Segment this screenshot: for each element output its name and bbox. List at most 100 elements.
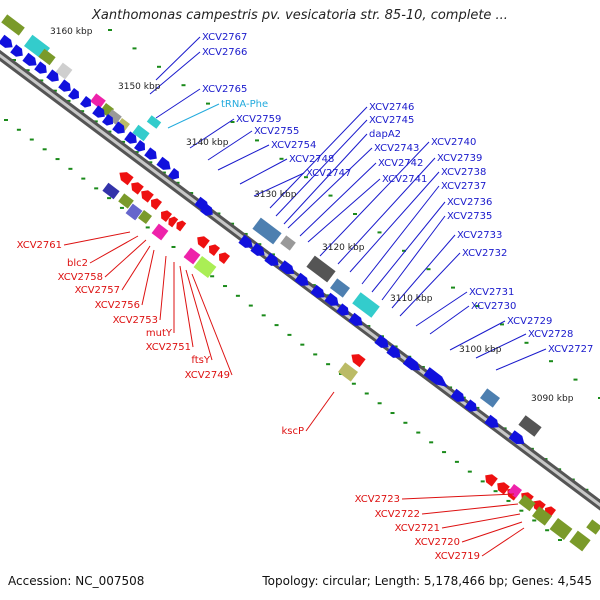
tick-mark-inner <box>403 421 408 424</box>
gene-magenta <box>90 93 106 109</box>
callout-line <box>421 503 519 515</box>
gene-block-blue <box>102 182 120 200</box>
tick-mark-inner <box>171 245 176 248</box>
forward-gene-label: XCV2729 <box>507 316 552 327</box>
tick-mark-inner <box>55 158 60 161</box>
genome-summary-text: Topology: circular; Length: 5,178,466 bp… <box>262 574 592 588</box>
tick-mark-outer <box>66 99 71 102</box>
tick-mark-outer <box>12 59 16 61</box>
tick-mark-outer <box>148 161 153 164</box>
tick-mark-inner <box>287 333 292 336</box>
callout-line <box>239 158 288 185</box>
scale-label: 3150 kbp <box>118 82 161 92</box>
gene-grey <box>55 62 73 80</box>
gene-grey <box>106 109 122 125</box>
gene-olive <box>38 48 56 66</box>
callout-line <box>121 245 151 291</box>
forward-gene-label: XCV2730 <box>471 301 516 312</box>
map-title: Xanthomonas campestris pv. vesicatoria s… <box>92 8 508 23</box>
forward-gene-label: XCV2766 <box>202 47 247 58</box>
forward-gene-arrow <box>324 292 339 306</box>
tick-mark-scale <box>353 213 357 215</box>
forward-gene-arrow <box>264 252 279 266</box>
tick-mark-scale <box>598 397 600 399</box>
reverse-gene-label: XCV2756 <box>95 300 140 311</box>
callout-line <box>401 493 515 500</box>
reverse-gene-arrow <box>151 198 163 211</box>
gene-olive <box>1 14 25 36</box>
forward-gene-arrow <box>386 344 401 358</box>
gene-trna-phe <box>132 124 150 142</box>
tick-mark-outer <box>25 69 30 72</box>
scale-label: 3140 kbp <box>186 138 229 148</box>
forward-gene-arrow <box>58 79 71 92</box>
callout-line <box>179 265 194 348</box>
scale-label: 3120 kbp <box>322 243 365 253</box>
callout-line <box>475 333 527 359</box>
forward-gene-label: XCV2743 <box>374 143 419 154</box>
forward-gene-label: XCV2754 <box>271 140 316 151</box>
callout-line <box>481 527 525 557</box>
forward-gene-label: XCV2745 <box>369 115 414 126</box>
forward-gene-label: XCV2736 <box>447 197 492 208</box>
tick-mark-outer <box>52 89 57 92</box>
callout-line <box>189 118 235 149</box>
reverse-gene-label: XCV2720 <box>415 537 460 548</box>
forward-gene-arrow <box>310 284 325 298</box>
gene-block-olive <box>137 209 153 225</box>
tick-mark-outer <box>39 79 44 82</box>
callout-line <box>269 106 368 209</box>
callout-line <box>381 215 446 301</box>
forward-gene-arrow <box>167 167 179 180</box>
callout-line <box>159 255 167 321</box>
forward-gene-label: XCV2740 <box>431 137 476 148</box>
tick-mark-inner <box>29 138 34 141</box>
forward-gene-label: dapA2 <box>369 129 401 140</box>
gene-block-magenta <box>151 223 169 241</box>
callout-line <box>495 348 547 371</box>
reverse-gene-label: XCV2758 <box>58 272 103 283</box>
callout-line <box>287 147 373 229</box>
reverse-gene-label: blc2 <box>67 258 88 269</box>
reverse-gene-arrow <box>161 210 173 223</box>
reverse-gene-label: XCV2761 <box>17 240 62 251</box>
callout-line <box>155 36 201 81</box>
reverse-gene-arrow <box>197 236 210 249</box>
scale-label: 3160 kbp <box>50 27 93 37</box>
tick-mark-scale <box>255 139 259 142</box>
forward-gene-arrow <box>374 334 389 348</box>
gene-block-lime <box>193 255 217 279</box>
gene-block-steel <box>252 217 282 245</box>
gene-block-steel <box>480 388 500 408</box>
forward-gene-label: XCV2728 <box>528 329 573 340</box>
tick-mark-inner <box>480 480 485 483</box>
forward-gene-arrow <box>133 139 145 152</box>
tick-mark-outer <box>80 110 85 113</box>
tick-mark-scale <box>108 29 112 31</box>
forward-gene-label: XCV2747 <box>306 168 351 179</box>
tick-mark-inner <box>235 294 240 297</box>
reverse-gene-label: XCV2721 <box>395 523 440 534</box>
tick-mark-inner <box>416 431 421 434</box>
feature-layer <box>0 14 600 552</box>
tick-mark-inner <box>442 451 447 454</box>
forward-gene-arrow <box>46 69 59 82</box>
forward-gene-label: XCV2733 <box>457 230 502 241</box>
tick-mark-scale <box>157 65 161 68</box>
forward-gene-arrow <box>464 399 477 412</box>
forward-gene-label: XCV2759 <box>236 114 281 125</box>
reverse-gene-arrow <box>533 500 546 513</box>
tick-mark-inner <box>68 167 73 170</box>
reverse-gene-label: XCV2719 <box>435 551 480 562</box>
tick-mark-inner <box>454 460 459 463</box>
tick-mark-inner <box>493 490 498 493</box>
forward-gene-arrow <box>156 156 171 170</box>
scale-label: 3090 kbp <box>531 394 574 404</box>
callout-line <box>461 521 523 543</box>
reverse-gene-arrow <box>131 182 144 195</box>
forward-gene-arrow <box>423 367 448 387</box>
forward-gene-label: XCV2731 <box>469 287 514 298</box>
tick-mark-scale <box>377 231 382 234</box>
tick-mark-inner <box>94 187 99 190</box>
